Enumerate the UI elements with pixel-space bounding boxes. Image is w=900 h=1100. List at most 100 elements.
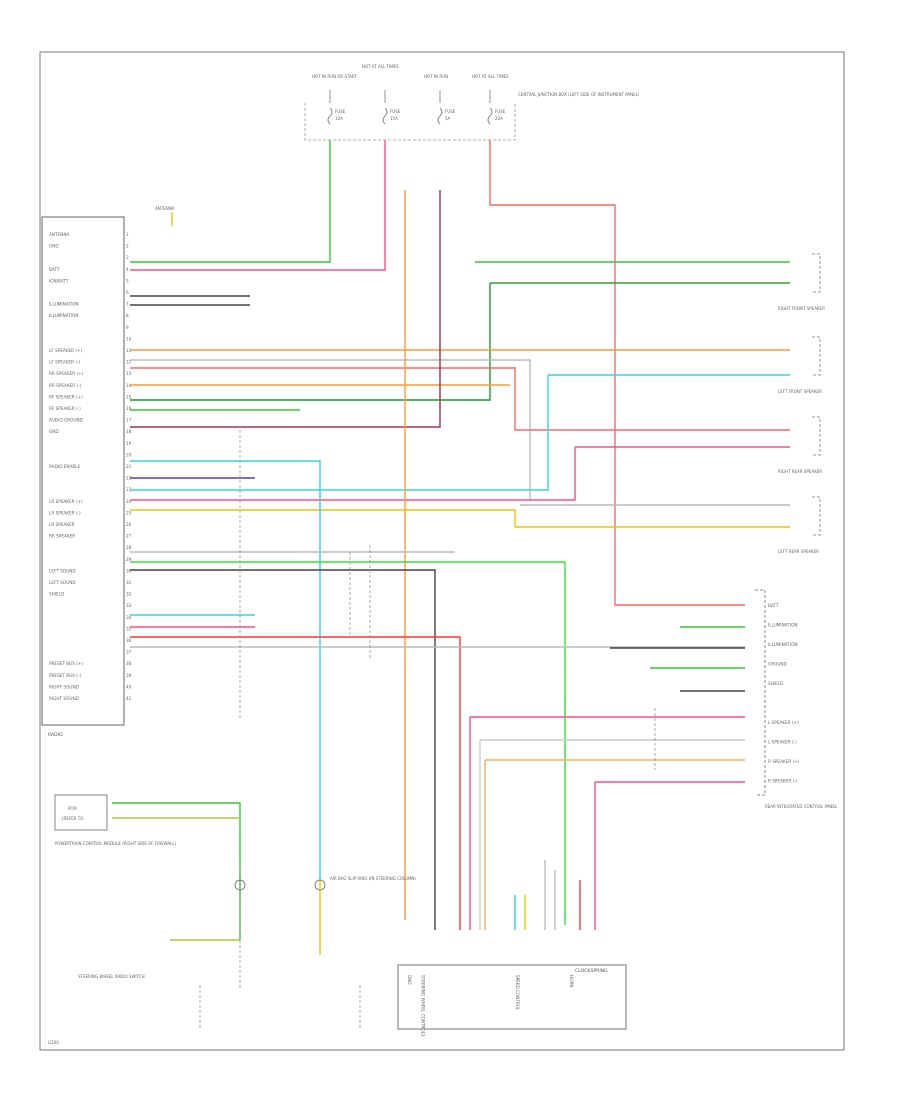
radio-pin-label: PRESET BUS (-): [49, 673, 81, 678]
radio-pin-label: RF SPEAKER (-): [49, 406, 81, 411]
antenna-label: ANTENNA: [155, 206, 175, 211]
fuse-4-top: HOT AT ALL TIMES: [472, 74, 509, 79]
rear-panel-label: REAR INTEGRATED CONTROL PANEL: [765, 804, 838, 809]
radio-pin-number: 32: [126, 592, 132, 597]
svg-text:FUSE: FUSE: [390, 109, 401, 114]
steering-wheel-switch: STEERING WHEEL RADIO SWITCH AIR BAG SLIP…: [78, 876, 416, 1030]
radio-pin-label: BATT: [49, 267, 60, 272]
radio-pin-label: IGN/BATT: [49, 278, 69, 283]
fuse-2: FUSE 15A: [382, 107, 401, 125]
radio-pin-number: 18: [126, 429, 132, 434]
radio-pin-number: 25: [126, 510, 132, 515]
radio-pin-number: 10: [126, 336, 132, 341]
radio-pin-number: 13: [126, 371, 132, 376]
radio-pin-number: 12: [126, 360, 132, 365]
radio-pin-number: 7: [126, 302, 129, 307]
speaker-label: LEFT FRONT SPEAKER: [778, 389, 822, 394]
radio-pin-number: 9: [126, 325, 129, 330]
steering-switch-label: STEERING WHEEL RADIO SWITCH: [78, 974, 145, 979]
radio-pin-number: 22: [126, 476, 132, 481]
radio-pin-number: 17: [126, 418, 132, 423]
radio-pin-label: LR SPEAKER (+): [49, 499, 83, 504]
radio-pin-number: 19: [126, 441, 132, 446]
radio-label: RADIO: [48, 732, 63, 738]
pcm-label: PCM: [68, 806, 77, 811]
rear-pin-label: ILLUMINATION: [768, 642, 798, 647]
radio-pin-label: SHIELD: [49, 592, 64, 597]
radio-pin-number: 40: [126, 684, 132, 689]
clockspring-pin-label: SPEED CONTROL: [515, 975, 520, 1011]
airbag-label: AIR BAG SLIP RING (IN STEERING COLUMN): [330, 876, 416, 881]
speaker-3: RIGHT REAR SPEAKER: [778, 416, 822, 474]
radio-pin-number: 37: [126, 650, 132, 655]
rear-pin-label: SHIELD: [768, 681, 783, 686]
rear-pin-label: ILLUMINATION: [768, 623, 798, 628]
radio-pin-number: 26: [126, 522, 132, 527]
svg-text:FUSE: FUSE: [335, 109, 346, 114]
radio-pin-number: 23: [126, 487, 132, 492]
speaker-label: RIGHT REAR SPEAKER: [778, 469, 822, 474]
radio-pin-number: 14: [126, 383, 132, 388]
radio-pin-label: ANTENNA: [49, 232, 69, 237]
radio-pin-number: 30: [126, 568, 132, 573]
fuse-3: FUSE 5A: [437, 107, 456, 125]
radio-pin-label: LR SPEAKER (-): [49, 510, 81, 515]
radio-pin-number: 1: [126, 232, 129, 237]
radio-pin-label: PRESET BUS (+): [49, 661, 83, 666]
radio-pin-number: 6: [126, 290, 129, 295]
radio-pin-label: LF SPEAKER (+): [49, 348, 83, 353]
pcm-sublabel: (REFER TO: [62, 816, 83, 821]
speakers: RIGHT FRONT SPEAKER LEFT FRONT SPEAKER RIG…: [778, 253, 825, 554]
rear-pin-label: R SPEAKER (-): [768, 779, 798, 784]
radio-pin-label: RF SPEAKER (+): [49, 394, 83, 399]
radio-pin-label: RR SPEAKER (-): [49, 383, 82, 388]
radio-pin-number: 20: [126, 452, 132, 457]
speaker-4: LEFT REAR SPEAKER: [778, 496, 821, 554]
radio-pin-label: RR SPEAKER (+): [49, 371, 84, 376]
clockspring-label: CLOCKSPRING: [575, 968, 608, 974]
fuse-panel-label: CENTRAL JUNCTION BOX (LEFT SIDE OF INSTR…: [518, 92, 640, 97]
radio-pin-number: 8: [126, 313, 129, 318]
radio-pin-label: RIGHT SOUND: [49, 684, 79, 689]
radio-pin-label: ILLUMINATION: [49, 302, 79, 307]
radio-pin-number: 11: [126, 348, 132, 353]
wires: [112, 140, 790, 955]
rear-pin-label: BATT: [768, 603, 779, 608]
radio-pin-number: 39: [126, 673, 132, 678]
radio-pin-number: 4: [126, 267, 129, 272]
radio-pin-label: LF SPEAKER (-): [49, 360, 81, 365]
svg-text:FUSE: FUSE: [445, 109, 456, 114]
speaker-label: RIGHT FRONT SPEAKER: [778, 306, 825, 311]
radio-pin-number: 31: [126, 580, 132, 585]
radio-pin-number: 33: [126, 603, 132, 608]
fuse-1: FUSE 10A: [327, 107, 346, 125]
fuse-4: FUSE 20A: [487, 107, 506, 125]
radio-pin-number: 5: [126, 278, 129, 283]
radio-pin-label: LEFT SOUND: [49, 580, 76, 585]
radio-pin-number: 35: [126, 626, 132, 631]
rear-integrated-control-panel: BATT ILLUMINATION ILLUMINATION GROUND SHIELD…: [755, 589, 838, 809]
radio-pin-label: LR SPEAKER: [49, 522, 75, 527]
rear-pin-label: R SPEAKER (+): [768, 759, 800, 764]
svg-text:15A: 15A: [390, 116, 398, 121]
svg-text:10A: 10A: [335, 116, 343, 121]
pcm-module: PCM (REFER TO POWERTRAIN CONTROL MODULE …: [54, 794, 177, 846]
radio-pin-number: 24: [126, 499, 132, 504]
speaker-2: LEFT FRONT SPEAKER: [778, 336, 822, 394]
speaker-label: LEFT REAR SPEAKER: [778, 549, 819, 554]
radio-pin-label: ILLUMINATION: [49, 313, 79, 318]
radio-pin-label: AUDIO GROUND: [49, 418, 83, 423]
fuse-panel: HOT IN RUN OR START HOT AT ALL TIMES HOT…: [304, 64, 640, 141]
rear-pin-label: GROUND: [768, 662, 787, 667]
fuse-1-top: HOT IN RUN OR START: [312, 74, 357, 79]
radio-pin-label: RIGHT SOUND: [49, 696, 79, 701]
fuse-2-top: HOT AT ALL TIMES: [362, 64, 399, 69]
radio-pin-number: 41: [126, 696, 132, 701]
radio-pin-number: 36: [126, 638, 132, 643]
radio-pin-number: 27: [126, 534, 132, 539]
diagram-frame: [39, 51, 845, 1051]
shield-lines: [239, 430, 656, 990]
